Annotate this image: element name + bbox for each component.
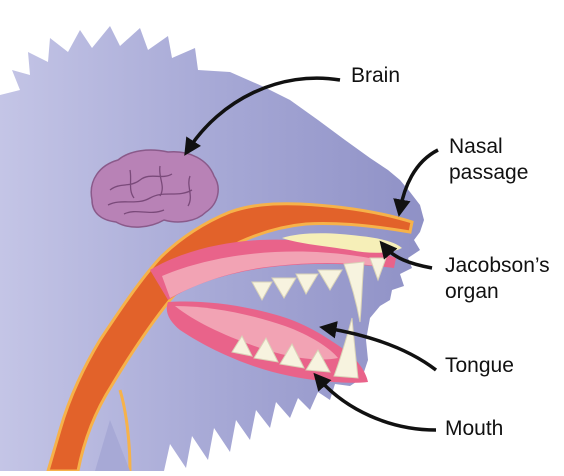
label-nasal-line2: passage (449, 160, 528, 186)
label-jacobson-line1: Jacobson’s (445, 253, 550, 279)
label-brain: Brain (351, 63, 400, 89)
label-nasal-passage: Nasal passage (449, 134, 528, 186)
label-jacobson-line2: organ (445, 279, 550, 305)
label-nasal-line1: Nasal (449, 134, 528, 160)
label-mouth: Mouth (445, 416, 503, 442)
label-tongue: Tongue (445, 353, 514, 379)
mouth-arrow (318, 378, 436, 430)
label-jacobsons-organ: Jacobson’s organ (445, 253, 550, 305)
